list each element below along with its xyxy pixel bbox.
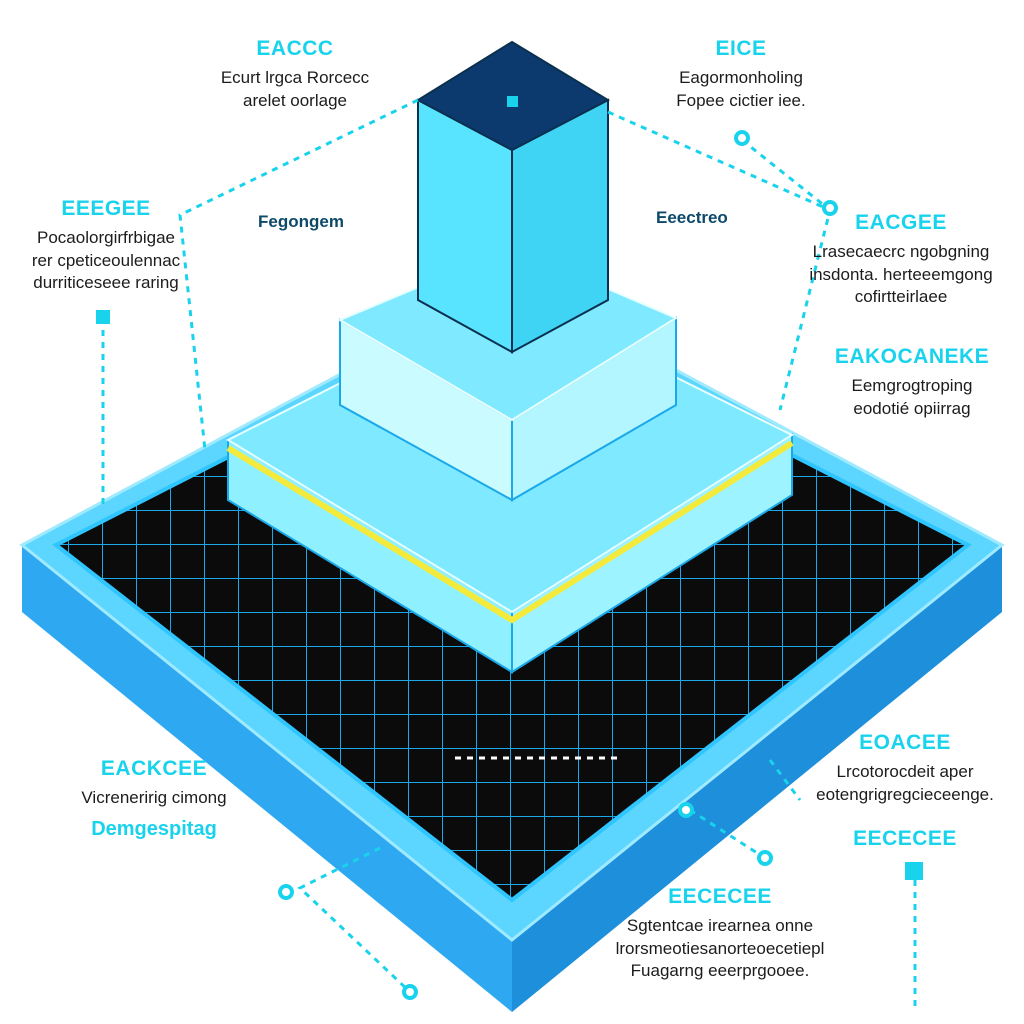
callout-title: EOACEE [859,731,951,754]
slab-left-side [22,545,512,1012]
callout-lower-left: EACKCEE Vicreneririg cimong Demgespitag [54,756,254,841]
callout-description: Vicreneririg cimong [81,788,227,808]
ground-grid-border [52,309,972,903]
left-face-label: Fegongem [258,212,344,231]
marker-node [734,130,750,146]
callout-title: EICE [715,37,767,60]
highlight-band [226,440,794,624]
marker-node [278,884,294,900]
right-face-label: Eeectreo [656,208,728,227]
marker-square [905,862,923,880]
tower-roof-marker [507,96,518,107]
callout-subtitle: Demgespitag [91,817,217,840]
callout-title: EECECEE [668,885,772,908]
callout-title: EACKCEE [100,757,208,780]
tower [415,40,611,354]
marker-node [757,850,773,866]
slab-right-side [512,545,1002,1012]
marker-node [822,200,838,216]
marker-square [96,310,110,324]
marker-node [678,802,694,818]
callout-lower-right-2: EECECEE [815,826,995,851]
node-markers [96,130,923,1000]
callout-title: EACCC [256,37,334,60]
callout-title: EACGEE [855,211,947,234]
callout-title: EAKOCANEKE [834,345,990,368]
marker-node [402,984,418,1000]
callout-title: EEEGEE [61,197,151,220]
callout-title: EECECEE [853,827,957,850]
